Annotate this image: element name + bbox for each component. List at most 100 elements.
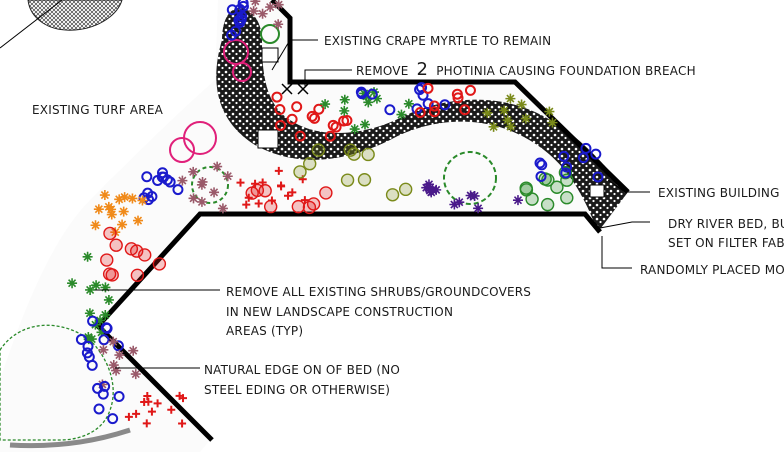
shrub-symbol xyxy=(137,195,148,206)
shrub-circle-symbol xyxy=(560,191,574,205)
shrub-symbol xyxy=(339,105,350,116)
groundcover-symbol xyxy=(172,184,184,196)
shrub-symbol xyxy=(114,194,125,205)
shrub-symbol xyxy=(106,209,117,220)
shrub-symbol xyxy=(85,284,96,295)
shrub-circle-symbol xyxy=(152,257,167,271)
groundcover-symbol xyxy=(164,176,176,188)
groundcover-symbol xyxy=(590,148,602,160)
building-wall-bottom xyxy=(94,211,602,442)
groundcover-symbol xyxy=(355,86,367,98)
shrub-symbol xyxy=(273,0,284,10)
perennial-symbol xyxy=(175,391,184,400)
shrub-symbol xyxy=(427,184,438,195)
leader-lines xyxy=(95,39,650,369)
shrub-symbol xyxy=(111,365,122,376)
shrub-circle-symbol xyxy=(109,238,123,252)
groundcover-symbol xyxy=(464,84,476,96)
shrub-circle-symbol xyxy=(540,197,555,212)
turf-edge-line xyxy=(0,0,63,49)
shrub-symbol xyxy=(108,360,119,371)
shrub-symbol xyxy=(505,121,516,132)
shrub-symbol xyxy=(426,187,437,198)
perennial-symbol xyxy=(178,419,187,428)
shrub-symbol xyxy=(454,197,465,208)
shrub-symbol xyxy=(127,193,138,204)
groundcover-symbol xyxy=(306,110,318,122)
shrub-symbol xyxy=(98,344,109,355)
groundcover-symbol xyxy=(291,101,303,113)
shrub-symbol xyxy=(133,215,144,226)
groundcover-symbol xyxy=(99,380,111,392)
groundcover-symbol xyxy=(366,88,378,100)
shrub-symbol xyxy=(520,113,531,124)
groundcover-symbol xyxy=(561,161,573,173)
shrub-symbol xyxy=(250,0,261,7)
groundcover-symbol xyxy=(286,113,298,125)
shrub-symbol xyxy=(82,251,93,262)
shrub-symbol xyxy=(118,206,129,217)
groundcover-symbol xyxy=(536,159,548,171)
shrub-symbol xyxy=(222,171,233,182)
perennial-symbol xyxy=(242,200,251,209)
groundcover-symbol xyxy=(237,0,249,12)
groundcover-symbol xyxy=(535,170,547,182)
groundcover-symbol xyxy=(82,340,94,352)
shrub-symbol xyxy=(83,334,94,345)
label-remove-count: 2 xyxy=(417,59,429,80)
gray-edge xyxy=(9,427,131,449)
groundcover-symbol xyxy=(87,315,99,327)
shrub-symbol xyxy=(273,19,284,30)
perennial-symbol xyxy=(284,191,293,200)
groundcover-symbol xyxy=(274,104,286,116)
shrub-symbol xyxy=(512,195,523,206)
shrub-symbol xyxy=(265,2,276,13)
groundcover-symbol xyxy=(452,92,464,104)
shrub-circle-symbol xyxy=(129,244,144,258)
groundcover-symbol xyxy=(439,99,451,111)
groundcover-symbol xyxy=(75,333,87,345)
shrub-circle-symbol xyxy=(311,143,326,157)
shrub-symbol xyxy=(97,379,108,390)
plant-symbols xyxy=(67,0,604,428)
existing-tree-canopy xyxy=(0,324,114,441)
perennial-symbol xyxy=(142,419,151,428)
groundcover-symbol xyxy=(428,100,440,112)
shrub-symbol xyxy=(320,99,331,110)
shrub-symbol xyxy=(96,327,107,338)
shrub-symbol xyxy=(396,109,407,120)
groundcover-symbol xyxy=(230,25,242,37)
shrub-symbol xyxy=(119,192,130,203)
groundcover-symbol xyxy=(97,388,109,400)
shrub-symbol xyxy=(128,345,139,356)
shrub-symbol xyxy=(482,107,493,118)
label-crape-myrtle: EXISTING CRAPE MYRTLE TO REMAIN xyxy=(324,34,551,48)
shrub-symbol xyxy=(369,87,380,98)
shrub-symbol xyxy=(177,175,188,186)
groundcover-symbol xyxy=(309,112,321,124)
label-remove-shrubs-3: AREAS (TYP) xyxy=(226,324,303,338)
shrub-symbol xyxy=(257,8,268,19)
groundcover-symbol xyxy=(226,4,238,16)
label-remove-word: REMOVE xyxy=(356,64,409,78)
perennial-symbol xyxy=(143,391,152,400)
groundcover-symbol xyxy=(313,103,325,115)
shrub-symbol xyxy=(499,105,510,116)
groundcover-symbol xyxy=(330,121,342,133)
shrub-circle-symbol xyxy=(105,268,119,282)
shrub-symbol xyxy=(84,308,95,319)
shrub-symbol xyxy=(544,106,555,117)
shrub-symbol xyxy=(465,190,476,201)
groundcover-symbol xyxy=(534,157,546,169)
shrub-circle-symbol xyxy=(525,192,539,206)
groundcover-symbol xyxy=(235,13,247,25)
label-remove-photinia: REMOVE 2 PHOTINIA CAUSING FOUNDATION BRE… xyxy=(356,59,696,80)
label-natural-edge-2: STEEL EDING OR OTHERWISE) xyxy=(204,383,390,397)
groundcover-symbol xyxy=(271,91,283,103)
label-natural-edge-1: NATURAL EDGE ON OF BED (NO xyxy=(204,363,400,377)
groundcover-symbol xyxy=(157,167,169,179)
shrub-symbol xyxy=(99,190,110,201)
label-randomly-placed: RANDOMLY PLACED MO xyxy=(640,263,784,277)
perennial-symbol xyxy=(132,409,141,418)
label-dry-river-1: DRY RIVER BED, BU xyxy=(668,217,784,231)
